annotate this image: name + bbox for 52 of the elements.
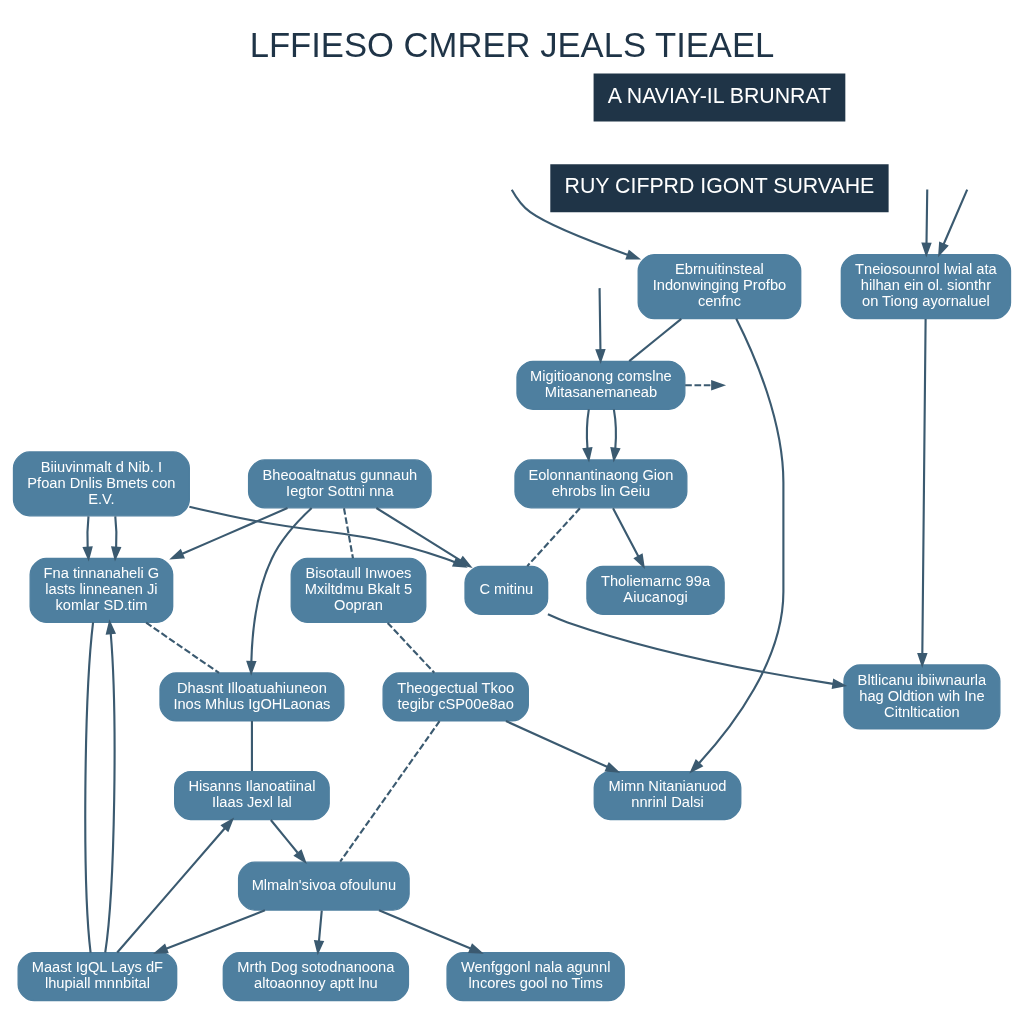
node-box: Migitioanong comslne Mitasanemaneab xyxy=(516,360,686,410)
arrow xyxy=(595,287,606,364)
node-box: Bisotaull Inwoes Mxiltdmu Bkalt 5 Oopran xyxy=(290,557,427,623)
arrow xyxy=(116,816,235,953)
node-box: Tholiemarnc 99a Aiucanogi xyxy=(586,565,725,615)
connector xyxy=(339,720,441,862)
node-box: Mimn Nitanianuod nnrinl Dalsi xyxy=(593,770,742,820)
node-box: Dhasnt Illoatuahiuneon Inos Mhlus IgOHLaonas xyxy=(159,671,345,722)
node-box: Bltlicanu ibiiwnaurla hag Oldtion wih Ine Citnltication xyxy=(843,663,1001,730)
arrow xyxy=(82,515,93,561)
node-box: Bheooaltnatus gunnauh Iegtor Sottni nna xyxy=(247,458,432,508)
connector xyxy=(250,720,253,771)
node-box: Mlmaln'sivoa ofoulunu xyxy=(237,861,410,911)
arrow xyxy=(104,618,117,953)
node-box: Maast IgQL Lays dF lhupiall mnnbital xyxy=(17,951,178,1001)
arrow xyxy=(685,379,727,391)
arrow xyxy=(378,908,484,954)
arrow xyxy=(689,317,785,773)
connector xyxy=(386,621,436,673)
arrow xyxy=(610,408,621,462)
connector xyxy=(526,507,581,567)
node-box: Fna tinnanaheli G lasts linneanen Ji komlar SD.tim xyxy=(29,557,174,623)
node-box: Wenfggonl nala agunnl lncores gool no Tims xyxy=(446,951,625,1001)
arrow xyxy=(246,506,313,676)
arrow xyxy=(510,188,642,260)
arrow xyxy=(169,506,288,560)
node-box: Mrth Dog sotodnanoona altoaonnoy aptt lnu xyxy=(222,951,410,1001)
arrow xyxy=(270,818,307,864)
node-box: Ebrnuitinsteal Indonwinging Profbo cenfnc xyxy=(637,253,802,319)
arrow xyxy=(921,189,932,257)
label: A NAVIAY-IL BRUNRAT xyxy=(607,83,832,108)
node-box: Eolonnantinaong Gion ehrobs lin Geiu xyxy=(514,458,688,508)
node-box: Hisanns Ilanoatiinal Ilaas Jexl lal xyxy=(174,770,330,820)
arrow xyxy=(938,188,969,257)
node-box: C mitinu xyxy=(464,565,549,615)
arrow xyxy=(582,408,593,462)
arrow xyxy=(612,507,645,569)
connector xyxy=(628,317,682,362)
connector xyxy=(84,621,95,953)
node-box: Theogectual Tkoo tegibr cSP00e8ao xyxy=(382,671,529,722)
node-box: Biiuvinmalt d Nib. I Pfoan Dnlis Bmets con E.V. xyxy=(12,450,190,516)
arrow xyxy=(547,612,848,689)
arrow xyxy=(505,719,621,773)
node-box: Tneiosounrol lwial ata hilhan ein ol. sionthr on Tiong ayornaluel xyxy=(840,253,1012,319)
connector xyxy=(145,621,220,674)
arrow xyxy=(153,908,266,954)
arrow xyxy=(917,318,928,668)
arrow xyxy=(313,909,325,955)
label: RUY CIFPRD IGONT SURVAHE xyxy=(564,173,875,198)
connector xyxy=(342,507,354,558)
arrow xyxy=(111,515,122,561)
diagram-title: LFFIESO CMRER JEALS TIEAEL xyxy=(249,25,775,64)
